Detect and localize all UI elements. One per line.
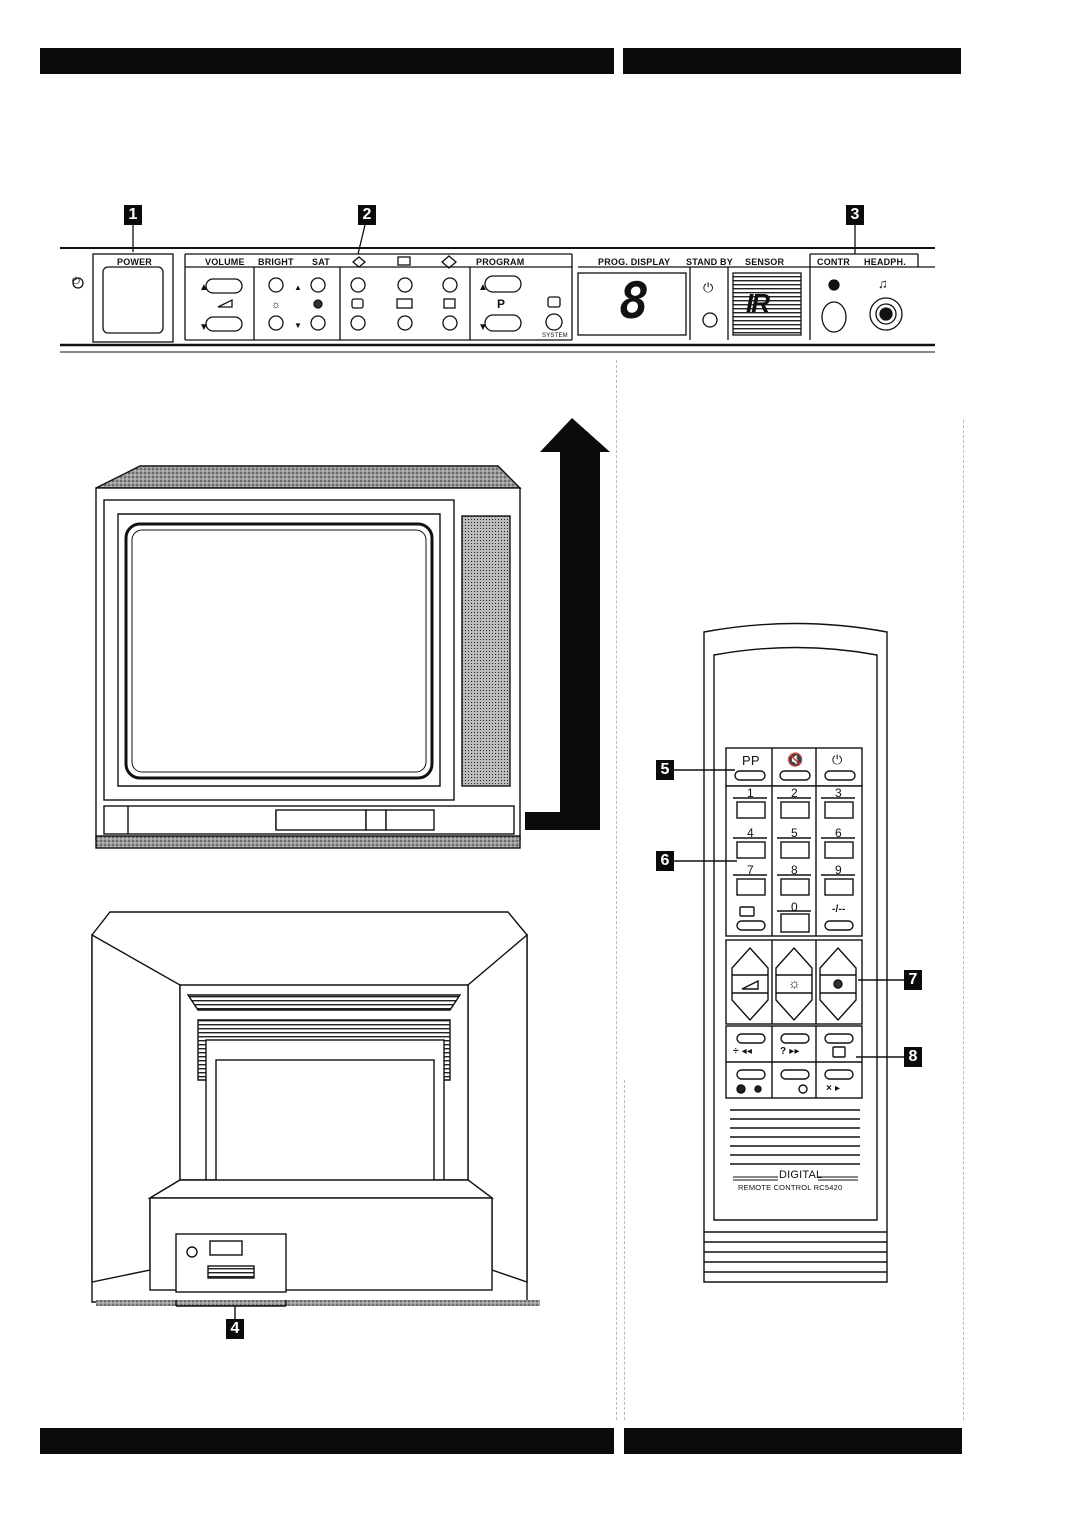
svg-text:▼: ▼ [294,321,302,330]
program-label: PROGRAM [476,257,525,267]
svg-text:▼: ▼ [199,322,209,333]
guide-line [624,1080,625,1420]
svg-text:▲: ▲ [294,283,302,292]
remote-brand: DIGITAL [779,1169,823,1181]
digit-entry-label: -/-- [832,904,846,915]
digit-2: 2 [791,786,798,800]
panel-arrow [525,418,610,830]
digit-9: 9 [835,863,842,877]
standby-icon: ⏻ [703,280,714,295]
teletext-label-1: ÷ ◂◂ [733,1046,753,1057]
top-bar-right [623,48,961,74]
remote-model: REMOTE CONTROL RC5420 [738,1183,843,1192]
svg-text:▲: ▲ [199,282,209,293]
teletext-label-6: × ▸ [826,1083,841,1094]
sat-label: SAT [312,257,330,267]
svg-text:☼: ☼ [271,299,281,311]
digit-5: 5 [791,826,798,840]
control-panel: ▲ ▼ ▲ ▼ ☼ ▲ ▼ [60,224,935,353]
callout-1: 1 [124,205,142,225]
callout-4-bottom: 4 [226,1319,244,1339]
teletext-label-2: ? ▸▸ [780,1046,800,1057]
svg-text:▲: ▲ [478,282,488,293]
contr-label: CONTR [817,257,850,267]
power-indicator-icon: ⏻ [72,276,81,287]
guide-line [616,360,617,1420]
top-bar-left [40,48,614,74]
callout-5: 5 [656,760,674,780]
callout-7: 7 [904,970,922,990]
system-label: SYSTEM [542,333,568,339]
brightness-icon: ☼ [788,975,802,991]
remote-control [674,622,904,1283]
bottom-bar-right [624,1428,962,1454]
digit-8: 8 [791,863,798,877]
power-label: POWER [117,257,153,267]
p-label: P [497,297,506,311]
ir-sensor-logo: IR [746,288,770,318]
svg-text:▼: ▼ [478,322,488,333]
callout-8: 8 [904,1047,922,1067]
bottom-bar-left [40,1428,614,1454]
standby-label: STAND BY [686,257,733,267]
callout-6: 6 [656,851,674,871]
digit-6: 6 [835,826,842,840]
digit-4: 4 [747,826,754,840]
remote-pp-label: PP [742,753,760,768]
headph-label: HEADPH. [864,257,906,267]
digit-0: 0 [791,900,798,914]
mute-icon: 🔇 [787,752,804,767]
guide-line [963,420,964,1420]
callout-2: 2 [358,205,376,225]
prog-display-label: PROG. DISPLAY [598,257,671,267]
sensor-label: SENSOR [745,257,785,267]
prog-display-digit: 8 [619,272,650,330]
headphone-icon: ♫ [878,276,888,291]
tv-front [95,465,522,849]
callout-3: 3 [846,205,864,225]
power-icon: ⏻ [832,752,843,767]
volume-label: VOLUME [205,257,245,267]
digit-3: 3 [835,786,842,800]
digit-7: 7 [747,863,754,877]
bright-label: BRIGHT [258,257,294,267]
tv-rear [91,911,540,1319]
digit-1: 1 [747,786,754,800]
